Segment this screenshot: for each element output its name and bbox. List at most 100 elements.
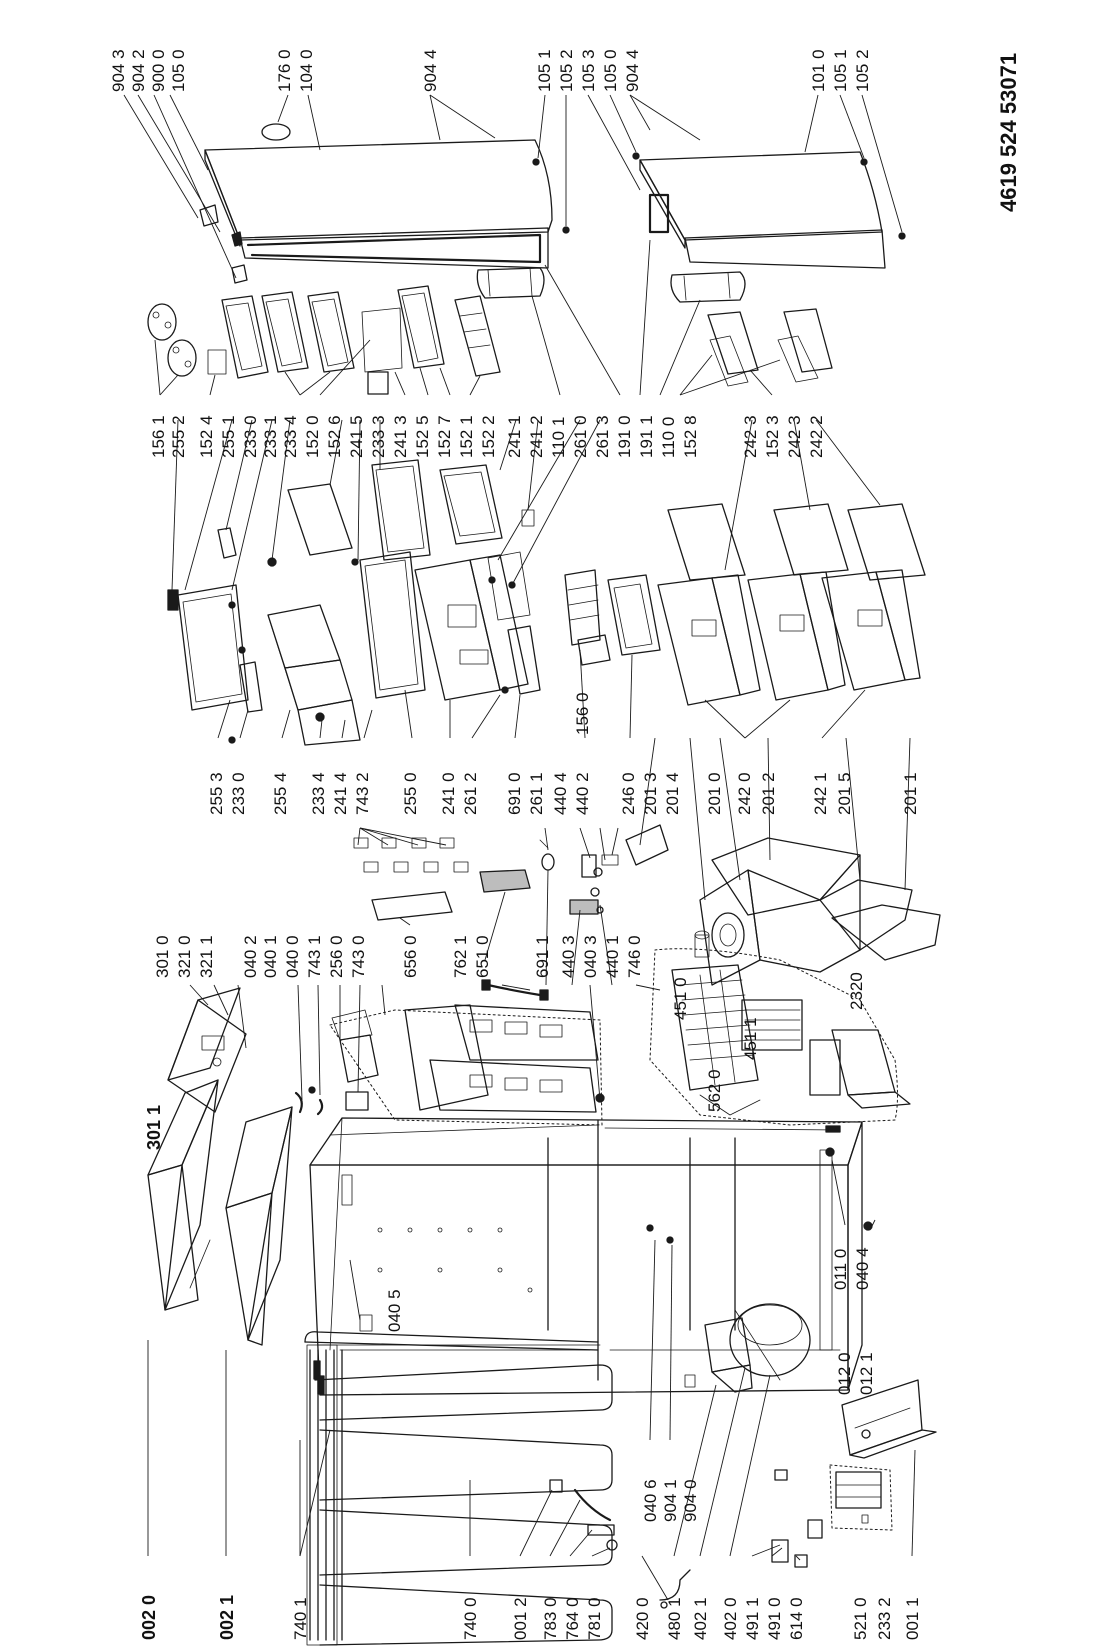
condensate-box-521-0 xyxy=(835,1471,882,1524)
base-plate-001-1 xyxy=(841,1379,937,1459)
part-label: 241 1 xyxy=(505,415,524,458)
part-label: 105 0 xyxy=(169,49,188,92)
part-label: 904 3 xyxy=(109,49,128,92)
part-label: 242 2 xyxy=(807,415,826,458)
part-label: 233 4 xyxy=(309,772,328,815)
freezer-drawers-242 xyxy=(657,503,926,706)
part-label: 261 1 xyxy=(527,772,546,815)
part-label: 040 5 xyxy=(385,1289,404,1332)
part-label: 904 0 xyxy=(681,1479,700,1522)
part-label: 152 1 xyxy=(457,415,476,458)
part-label: 255 0 xyxy=(401,772,420,815)
part-label: 241 0 xyxy=(439,772,458,815)
part-label: 691 1 xyxy=(533,935,552,978)
lamp-cover-656-0 xyxy=(353,837,555,921)
part-label: 156 0 xyxy=(573,692,592,735)
freezer-door-bins-152 xyxy=(707,308,833,387)
air-duct-group-743-0 xyxy=(329,1004,603,1126)
part-label: 764 0 xyxy=(563,1597,582,1640)
part-label: 691 0 xyxy=(505,772,524,815)
part-label: 152 7 xyxy=(435,415,454,458)
part-label: 241 3 xyxy=(391,415,410,458)
part-label: 040 0 xyxy=(283,935,302,978)
part-label: 656 0 xyxy=(401,935,420,978)
part-label: 105 2 xyxy=(557,49,576,92)
part-label: 233 1 xyxy=(261,415,280,458)
condenser-740-0 xyxy=(304,1331,613,1646)
part-label: 156 1 xyxy=(149,415,168,458)
part-label: 440 3 xyxy=(559,935,578,978)
glass-shelf-255-3 xyxy=(167,584,249,711)
part-label: 201 2 xyxy=(759,772,778,815)
part-label: 233 0 xyxy=(241,415,260,458)
part-label: 246 0 xyxy=(619,772,638,815)
part-label: 301 1 xyxy=(144,1105,164,1150)
part-label: 040 1 xyxy=(261,935,280,978)
part-labels: 002 0 002 1 740 1 740 0 001 2 783 0 764 … xyxy=(109,49,1021,1640)
part-label: 233 4 xyxy=(281,415,300,458)
wiring-651-0 xyxy=(481,979,549,1001)
dashed-group-bottom xyxy=(829,1464,893,1531)
part-label: 255 2 xyxy=(169,415,188,458)
door-bins-152 xyxy=(207,285,501,395)
part-label: 255 4 xyxy=(271,772,290,815)
part-label: 040 3 xyxy=(581,935,600,978)
part-label: 105 0 xyxy=(601,49,620,92)
part-label: 152 5 xyxy=(413,415,432,458)
part-label: 105 3 xyxy=(579,49,598,92)
part-label: 740 0 xyxy=(461,1597,480,1640)
part-label: 242 3 xyxy=(785,415,804,458)
part-label: 321 0 xyxy=(175,935,194,978)
part-label: 191 0 xyxy=(615,415,634,458)
part-label: 233 0 xyxy=(229,772,248,815)
part-label: 201 1 xyxy=(901,772,920,815)
part-label: 012 0 xyxy=(835,1352,854,1395)
freezer-door-101-0 xyxy=(632,151,906,269)
part-label: 614 0 xyxy=(787,1597,806,1640)
part-label: 762 1 xyxy=(451,935,470,978)
part-label: 256 0 xyxy=(327,935,346,978)
part-label: 255 1 xyxy=(219,415,238,458)
document-number: 4619 524 53071 xyxy=(996,53,1021,212)
ice-tray-156-0 xyxy=(564,569,611,666)
part-label: 440 1 xyxy=(603,935,622,978)
part-label: 012 1 xyxy=(857,1352,876,1395)
shelf-255-4 xyxy=(267,604,361,746)
part-label: 011 0 xyxy=(831,1249,850,1290)
thermostat-parts-440 xyxy=(569,854,619,915)
control-panel-301-0 xyxy=(167,987,247,1113)
part-label: 261 0 xyxy=(571,415,590,458)
parts-line-art xyxy=(147,123,941,1646)
fasteners xyxy=(228,557,873,1244)
part-label: 740 1 xyxy=(291,1597,310,1640)
part-label: 321 1 xyxy=(197,935,216,978)
part-label: 440 2 xyxy=(573,772,592,815)
part-label: 110 1 xyxy=(549,417,568,458)
part-label: 451 1 xyxy=(741,1017,760,1060)
part-label: 040 2 xyxy=(241,935,260,978)
leader-lines xyxy=(123,94,916,1601)
part-label: 001 2 xyxy=(511,1597,530,1640)
part-label: 040 4 xyxy=(853,1247,872,1290)
part-label: 101 0 xyxy=(809,49,828,92)
part-label: 261 2 xyxy=(461,772,480,815)
part-label: 746 0 xyxy=(625,935,644,978)
part-label: 904 1 xyxy=(661,1479,680,1522)
fridge-handle-110-1 xyxy=(476,267,545,299)
fan-shroud-201-0 xyxy=(625,824,941,986)
part-label: 201 0 xyxy=(705,772,724,815)
part-label: 521 0 xyxy=(851,1597,870,1640)
part-label: 420 0 xyxy=(633,1597,652,1640)
part-label: 201 4 xyxy=(663,772,682,815)
part-label: 491 1 xyxy=(743,1597,762,1640)
part-label: 241 2 xyxy=(527,415,546,458)
small-parts-left xyxy=(549,1469,823,1609)
part-label: 743 0 xyxy=(349,935,368,978)
part-label: 743 1 xyxy=(305,935,324,978)
evaporator-group-746-0 xyxy=(649,948,911,1126)
glass-shelf-255-0 xyxy=(359,551,426,699)
part-label: 152 2 xyxy=(479,415,498,458)
part-label: 152 0 xyxy=(303,415,322,458)
freezer-handle-110-0 xyxy=(670,271,746,303)
part-label: 904 2 xyxy=(129,49,148,92)
